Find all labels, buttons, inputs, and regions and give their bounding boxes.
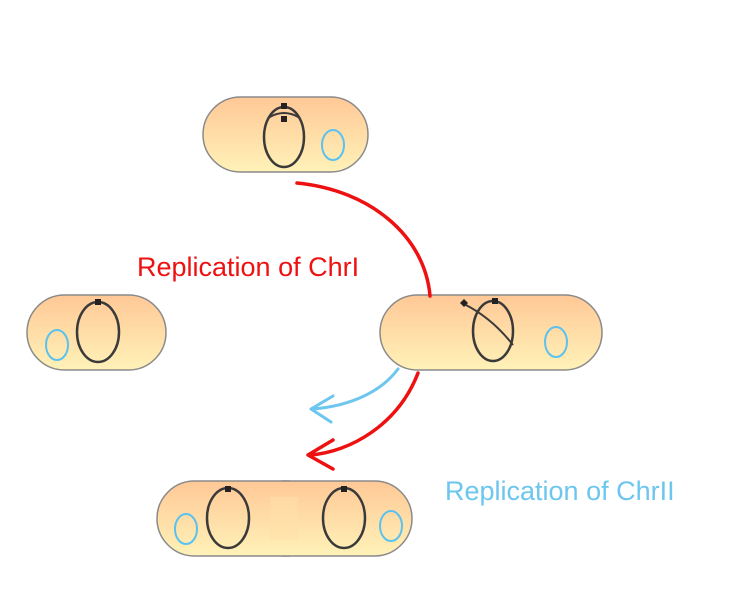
chr2-replication-arrow <box>311 367 400 411</box>
arrowhead-blue-icon <box>309 394 335 424</box>
chr1-replication-arrow-upper <box>295 181 432 298</box>
cell-body <box>26 294 167 371</box>
origin-marker-icon <box>95 299 101 305</box>
daughter-cell-right <box>282 480 413 557</box>
cell-replicating <box>379 294 603 371</box>
chr1-replication-arrow-lower <box>308 371 420 457</box>
cell-initial <box>202 96 369 173</box>
origin-marker-icon <box>281 103 287 109</box>
replicated-segment <box>267 112 301 119</box>
replicated-segment <box>463 303 514 346</box>
origin-marker-icon <box>492 298 498 304</box>
cell-body <box>202 96 369 173</box>
chromosome-two <box>174 513 198 545</box>
arrowhead-red-icon <box>306 438 335 471</box>
cell-body <box>379 294 603 371</box>
chromosome-two <box>321 129 345 161</box>
terminus-marker-icon <box>460 299 468 307</box>
chromosome-two <box>379 510 403 542</box>
chr2-replication-label: Replication of ChrII <box>445 476 675 506</box>
chromosome-two <box>45 329 69 361</box>
septum-region <box>270 497 298 540</box>
chromosome-two <box>544 326 568 358</box>
chr1-replication-label: Replication of ChrI <box>137 252 359 282</box>
cells-dividing <box>156 480 413 557</box>
origin-marker-icon <box>341 486 347 492</box>
daughter-cell-left <box>156 480 290 557</box>
origin-marker-icon <box>281 116 287 122</box>
cell-left <box>26 294 167 371</box>
origin-marker-icon <box>225 486 231 492</box>
